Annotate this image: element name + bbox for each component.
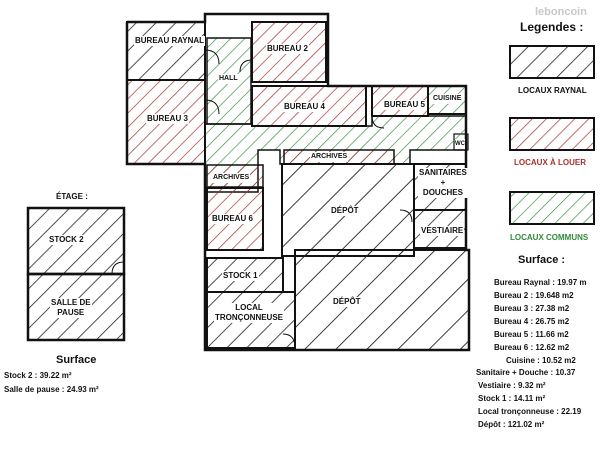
label-depot-1: DÉPÔT	[330, 206, 360, 216]
label-vestiaire: VESTIAIRE	[420, 226, 465, 236]
surface-line: Bureau 6 : 12.62 m2	[494, 343, 570, 352]
label-local-tronconneuse: LOCAL TRONÇONNEUSE	[214, 303, 285, 323]
legend-label-raynal: LOCAUX RAYNAL	[518, 86, 587, 95]
label-bureau-5: BUREAU 5	[383, 100, 426, 110]
label-sanitaires-line3: DOUCHES	[422, 188, 463, 197]
label-archives-top: ARCHIVES	[310, 152, 349, 162]
legend-swatch-a-louer	[509, 117, 595, 151]
legend-swatch-raynal	[509, 45, 595, 79]
etage-title: ÉTAGE :	[56, 192, 88, 201]
legend-label-a-louer: LOCAUX À LOUER	[514, 158, 586, 167]
room-depot-lower	[294, 249, 470, 351]
surface-line: Bureau Raynal : 19.97 m	[494, 278, 587, 287]
surface-line: Bureau 5 : 11.66 m2	[494, 330, 569, 339]
room-bureau-raynal	[126, 21, 206, 81]
label-cuisine: CUISINE	[432, 94, 463, 104]
door-arc	[239, 59, 253, 73]
legend-title: Legendes :	[520, 20, 584, 34]
label-sanitaires-line1: SANITAIRES	[419, 168, 467, 177]
label-salle-line1: SALLE DE	[51, 298, 91, 307]
door-arc	[204, 99, 220, 115]
surface-title: Surface :	[518, 254, 566, 266]
surface-line: Cuisine : 10.52 m2	[506, 356, 576, 365]
surface-line: Bureau 3 : 27.38 m2	[494, 304, 570, 313]
etage-surface-line: Stock 2 : 39.22 m²	[4, 371, 72, 380]
door-arc	[282, 333, 296, 349]
legend-swatch-communs	[509, 191, 595, 225]
label-depot-2: DÉPÔT	[332, 297, 362, 307]
label-wc: WC	[455, 139, 465, 149]
label-local-line2: TRONÇONNEUSE	[215, 313, 284, 322]
label-local-line1: LOCAL	[235, 303, 263, 312]
label-archives-left: ARCHIVES	[212, 173, 251, 183]
watermark: leboncoin	[535, 6, 587, 18]
surface-line: Vestiaire : 9.32 m²	[478, 381, 546, 390]
surface-line: Dépôt : 121.02 m²	[478, 420, 545, 429]
door-arc	[371, 115, 385, 129]
surface-line: Local tronçonneuse : 22.19	[478, 407, 582, 416]
label-stock-1: STOCK 1	[222, 271, 259, 281]
label-bureau-2: BUREAU 2	[266, 44, 309, 54]
surface-line: Bureau 2 : 19.648 m2	[494, 291, 574, 300]
label-hall: HALL	[218, 74, 239, 84]
label-salle-line2: PAUSE	[57, 308, 85, 317]
door-arc	[399, 209, 413, 223]
label-sanitaires-line2: +	[440, 178, 446, 187]
etage-surface-line: Salle de pause : 24.93 m²	[4, 385, 99, 394]
surface-line: Sanitaire + Douche : 10.37	[476, 368, 576, 377]
label-salle-de-pause: SALLE DE PAUSE	[50, 298, 92, 318]
door-arc	[204, 49, 220, 65]
legend-label-communs: LOCAUX COMMUNS	[510, 233, 589, 242]
outer-wall	[125, 12, 471, 352]
label-bureau-6: BUREAU 6	[211, 214, 254, 224]
label-bureau-3: BUREAU 3	[146, 114, 189, 124]
etage-surface-title: Surface	[56, 354, 97, 366]
label-sanitaires: SANITAIRES + DOUCHES	[418, 168, 468, 198]
surface-line: Stock 1 : 14.11 m²	[478, 394, 546, 403]
door-arc	[111, 261, 125, 275]
label-bureau-raynal: BUREAU RAYNAL	[134, 36, 206, 46]
surface-line: Bureau 4 : 26.75 m2	[494, 317, 570, 326]
label-bureau-4: BUREAU 4	[283, 102, 326, 112]
label-stock-2: STOCK 2	[48, 235, 85, 245]
